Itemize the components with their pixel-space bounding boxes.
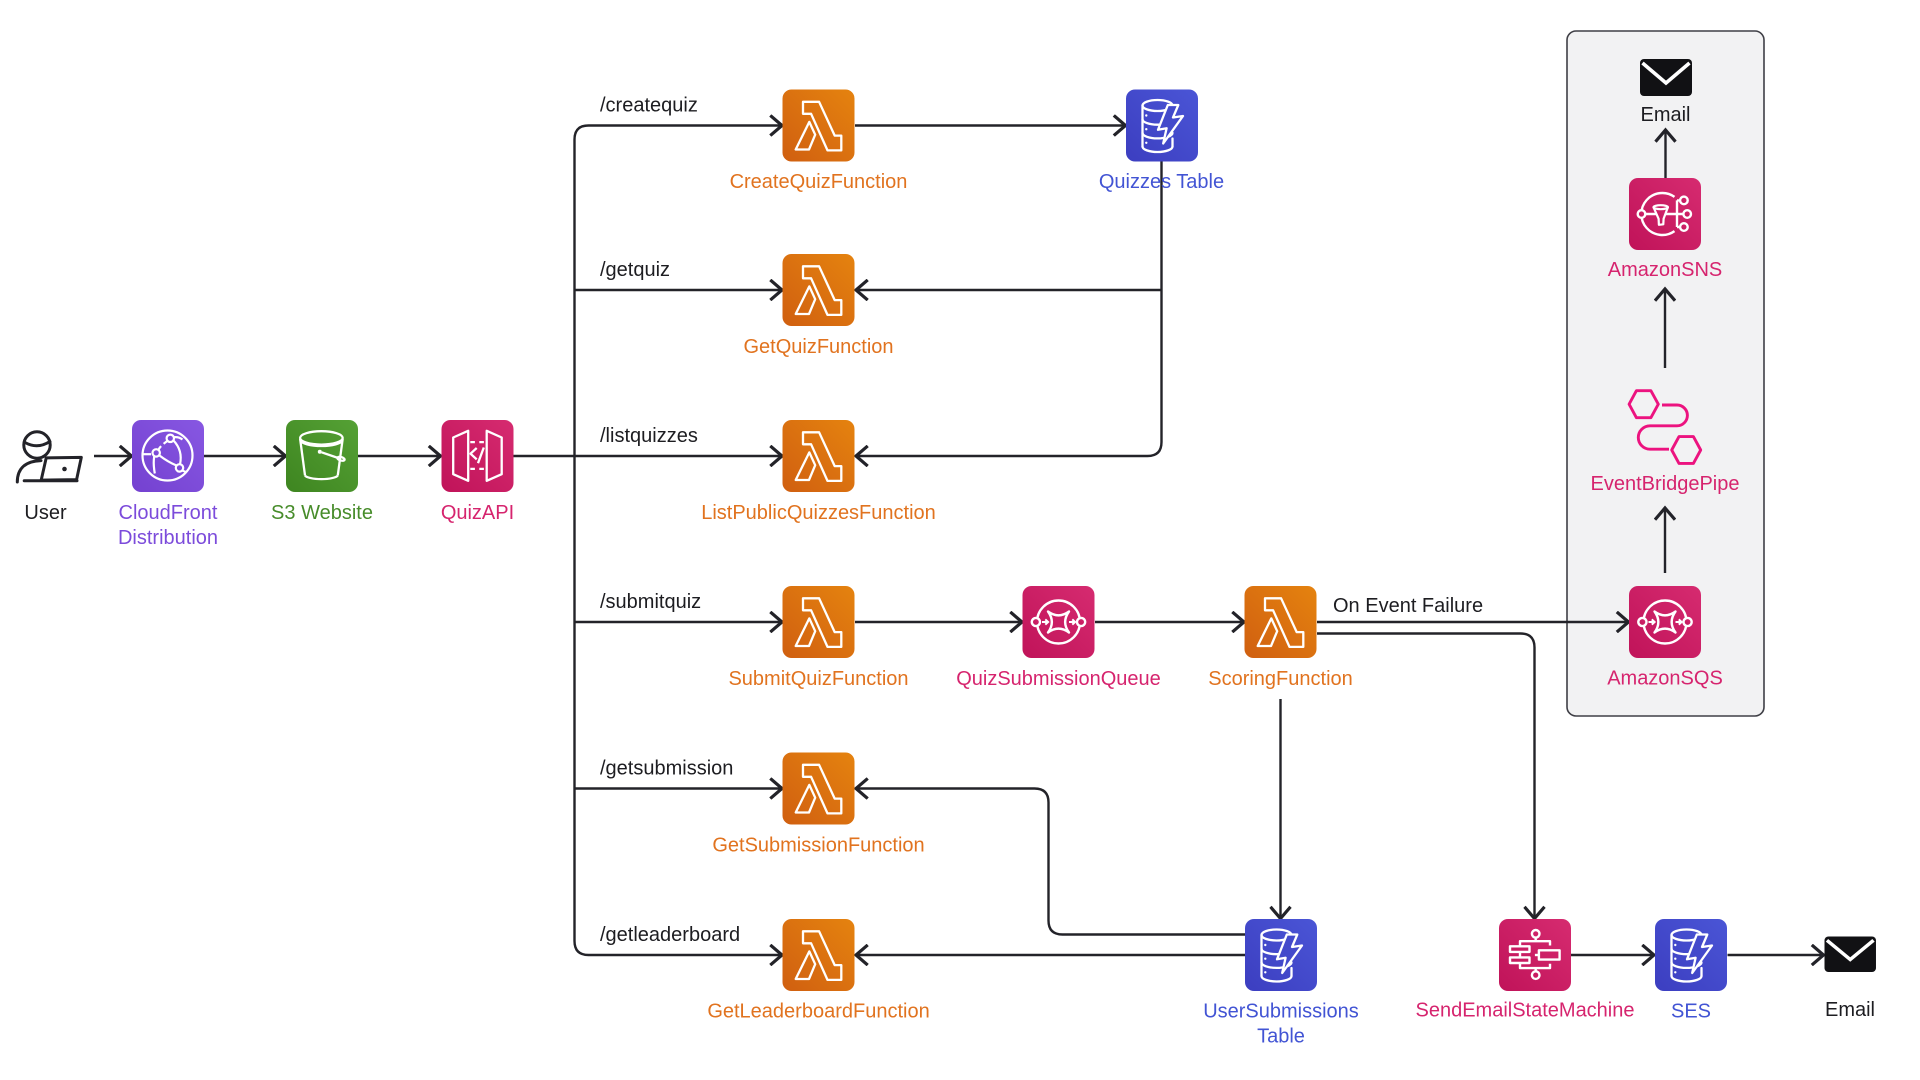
svg-text:GetSubmissionFunction: GetSubmissionFunction (712, 835, 924, 857)
svg-text:QuizSubmissionQueue: QuizSubmissionQueue (956, 668, 1161, 690)
svg-text:Table: Table (1257, 1026, 1305, 1048)
svg-text:Email: Email (1640, 104, 1690, 126)
svg-text:S3 Website: S3 Website (271, 502, 373, 524)
svg-text:User: User (24, 502, 67, 524)
svg-text:AmazonSQS: AmazonSQS (1607, 668, 1723, 690)
svg-text:On Event Failure: On Event Failure (1333, 595, 1483, 617)
svg-text:CreateQuizFunction: CreateQuizFunction (730, 171, 908, 193)
svg-text:QuizAPI: QuizAPI (441, 502, 514, 524)
svg-text:UserSubmissions: UserSubmissions (1203, 1001, 1359, 1023)
svg-text:AmazonSNS: AmazonSNS (1608, 259, 1723, 281)
svg-text:SES: SES (1671, 1001, 1711, 1023)
svg-text:/getleaderboard: /getleaderboard (600, 924, 740, 946)
svg-text:SendEmailStateMachine: SendEmailStateMachine (1415, 1000, 1634, 1022)
svg-text:/submitquiz: /submitquiz (600, 591, 701, 613)
svg-text:GetQuizFunction: GetQuizFunction (743, 336, 893, 358)
svg-text:Distribution: Distribution (118, 527, 218, 549)
svg-text:/listquizzes: /listquizzes (600, 425, 698, 447)
svg-text:GetLeaderboardFunction: GetLeaderboardFunction (707, 1001, 929, 1023)
svg-text:/getsubmission: /getsubmission (600, 758, 733, 780)
svg-text:SubmitQuizFunction: SubmitQuizFunction (728, 668, 908, 690)
svg-text:EventBridgePipe: EventBridgePipe (1591, 473, 1740, 495)
svg-text:/getquiz: /getquiz (600, 259, 670, 281)
svg-text:Email: Email (1825, 999, 1875, 1021)
svg-text:/createquiz: /createquiz (600, 95, 698, 117)
svg-text:Quizzes Table: Quizzes Table (1099, 171, 1224, 193)
svg-text:ListPublicQuizzesFunction: ListPublicQuizzesFunction (701, 502, 936, 524)
svg-text:ScoringFunction: ScoringFunction (1208, 668, 1353, 690)
svg-text:CloudFront: CloudFront (119, 502, 218, 524)
